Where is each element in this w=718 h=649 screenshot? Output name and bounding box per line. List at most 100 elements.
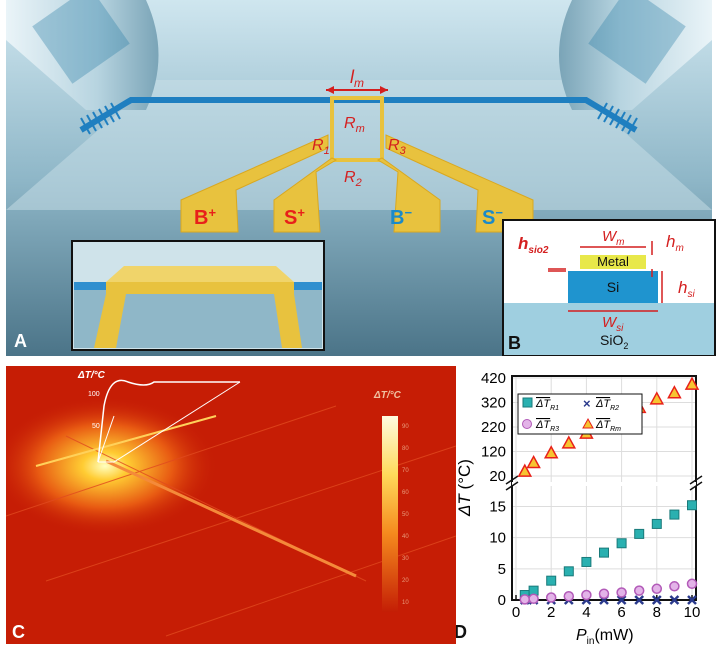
lm-label: lm (350, 67, 364, 90)
point-r2 (669, 595, 680, 605)
svg-text:10: 10 (402, 600, 409, 606)
panel-a: lm Rm R1 R2 R3 B+ S+ B− S− A (6, 0, 712, 356)
panel-c: ΔT/°C 100 50 ΔT/°C 90 80 70 60 50 40 30 … (5, 366, 457, 644)
y-tick-label: 420 (481, 370, 506, 387)
inset-closeup (71, 240, 325, 351)
point-r1 (634, 528, 645, 539)
hsio2-label: hsio2 (518, 234, 549, 256)
pad-label-splus: S+ (284, 205, 305, 229)
si-label: Si (607, 279, 619, 295)
point-rm (517, 463, 533, 477)
panel-b-letter: B (508, 333, 521, 353)
point-r1 (599, 547, 609, 558)
point-r3 (581, 589, 592, 601)
y-tick-label: 320 (481, 395, 506, 412)
chip-surface (6, 80, 712, 210)
point-r3 (633, 585, 645, 596)
svg-text:30: 30 (402, 556, 409, 562)
fiber-left-beam (32, 0, 130, 84)
point-r3 (545, 592, 557, 603)
panel-c-letter: C (12, 622, 25, 642)
dimension-lines (548, 241, 663, 312)
legend-marker-r3 (522, 419, 532, 429)
x-axis-label: Pin(mW) (576, 627, 634, 644)
grating-left (80, 102, 121, 135)
point-r3 (686, 578, 698, 590)
panel-b: hsio2 Wm hm Metal Si hsi Wsi SiO2 B (502, 219, 716, 356)
legend-marker-r1 (522, 397, 533, 408)
dt-axis-label-left: ΔT/°C (77, 370, 106, 381)
colorbar (382, 416, 398, 612)
temperature-profile (97, 379, 240, 463)
point-r3 (651, 583, 663, 595)
hot-waveguide (35, 415, 217, 467)
y-tick-label: 15 (489, 498, 506, 515)
point-r3 (528, 593, 539, 605)
heater-arm (105, 459, 357, 578)
point-r2 (616, 595, 627, 605)
dt-tick-50: 50 (92, 423, 100, 430)
point-r2 (651, 595, 662, 605)
metal-loop (330, 96, 384, 162)
r3-label: R3 (388, 137, 407, 157)
x-tick-label: 2 (547, 604, 555, 621)
point-r3 (669, 581, 680, 592)
point-r1 (546, 575, 557, 586)
panel-d-letter: D (456, 622, 467, 642)
point-r1 (616, 538, 627, 549)
legend-r3: ΔTR3 (535, 419, 559, 433)
x-tick-label: 4 (582, 604, 590, 621)
legend-rm: ΔTRm (595, 419, 621, 433)
data-marks (517, 376, 700, 605)
svg-text:90: 90 (402, 424, 409, 430)
x-tick-label: 10 (684, 604, 701, 621)
y-tick-label: 20 (489, 468, 506, 485)
hotspot-glow (6, 366, 456, 644)
legend-marker-r2: × (583, 396, 591, 411)
axis-break-marks (505, 475, 703, 491)
colorbar-ticks: 90 80 70 60 50 40 30 20 10 (402, 424, 409, 606)
grating-right (597, 102, 638, 135)
panel-a-letter: A (14, 331, 27, 351)
sio2-label: SiO2 (600, 332, 628, 351)
point-r1 (669, 509, 680, 520)
metal-label: Metal (597, 254, 629, 269)
y-axis-label: ΔT (°C) (456, 459, 474, 517)
point-r1 (563, 566, 574, 577)
point-rm (649, 391, 665, 405)
point-rm (526, 454, 541, 469)
point-rm (667, 385, 682, 399)
point-r2 (687, 595, 697, 605)
si-core (568, 271, 658, 303)
y-tick-label: 5 (498, 561, 506, 578)
wm-label: Wm (602, 228, 625, 248)
r1-label: R1 (312, 137, 330, 157)
point-r3 (616, 587, 627, 598)
x-tick-label: 6 (617, 604, 625, 621)
fiber-right (559, 0, 712, 110)
legend-r1: ΔTR1 (535, 398, 559, 412)
pad-label-bplus: B+ (194, 205, 216, 229)
point-r1 (687, 500, 697, 511)
point-rm (543, 445, 559, 459)
rm-label: Rm (344, 115, 365, 135)
dt-tick-100: 100 (88, 391, 100, 398)
point-rm (684, 376, 700, 390)
point-r3 (563, 591, 575, 602)
y-tick-label: 0 (498, 592, 506, 609)
point-r1 (651, 518, 662, 529)
x-tick-label: 0 (512, 604, 520, 621)
svg-text:50: 50 (402, 512, 409, 518)
pad-label-sminus: S− (482, 205, 503, 229)
point-r1 (581, 556, 592, 567)
y-tick-label: 120 (481, 444, 506, 461)
fiber-right-beam (588, 0, 686, 84)
point-rm (561, 435, 577, 449)
point-r3 (598, 588, 610, 600)
fiber-left (6, 0, 159, 110)
svg-text:40: 40 (402, 534, 409, 540)
electrode-pads (180, 134, 534, 233)
metal-strip (580, 255, 646, 269)
